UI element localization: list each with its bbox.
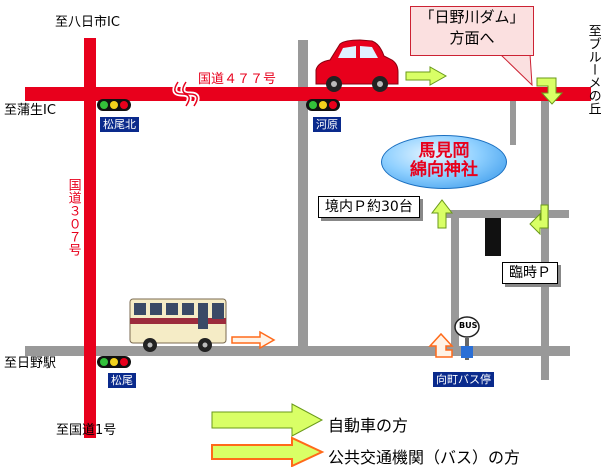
bus-stop-name: 向町バス停 — [433, 372, 494, 387]
precinct-parking-label: 境内Ｐ約30台 — [318, 196, 420, 218]
legend-car-label: 自動車の方 — [328, 416, 409, 435]
car-arrow-turn-south — [536, 77, 564, 105]
temporary-parking-lot — [485, 218, 501, 256]
road-local-shrine-east — [439, 210, 569, 218]
traffic-light-icon — [97, 356, 131, 368]
shrine-name-line2: 綿向神社 — [410, 160, 478, 180]
car-arrow-east — [405, 66, 448, 86]
road-local-east-v — [541, 100, 549, 380]
legend-bus-label: 公共交通機関（バス）の方 — [328, 448, 521, 467]
bus-stop-sign-text: BUS — [459, 321, 478, 330]
intersection-label-matsuo: 松尾 — [108, 373, 136, 388]
callout-pointer — [498, 53, 533, 87]
label-to-route1: 至国道1号 — [56, 423, 117, 438]
label-to-gamou-ic: 至蒲生IC — [4, 103, 56, 118]
legend-bus-arrow — [211, 436, 325, 467]
temporary-parking-label: 臨時Ｐ — [502, 262, 558, 284]
label-to-hino-station: 至日野駅 — [4, 356, 57, 371]
intersection-label-matsuo-kita: 松尾北 — [100, 117, 139, 132]
car-arrow-turn-west — [529, 204, 549, 236]
legend-car-arrow — [211, 403, 324, 437]
road-local-north-stub — [510, 95, 516, 145]
car-arrow-north-shrine — [430, 199, 454, 229]
car-icon — [315, 39, 399, 92]
bus-stop-sign — [454, 316, 480, 338]
label-to-blueme: 至ブルーメの丘 — [585, 24, 601, 115]
bus-arrow-east — [231, 330, 276, 350]
shrine-marker: 馬見岡 綿向神社 — [381, 135, 507, 189]
label-to-hachioji-ic: 至八日市IC — [55, 15, 120, 30]
bus-arrow-north — [428, 332, 454, 358]
intersection-label-kawara: 河原 — [313, 117, 341, 132]
bus-icon — [129, 298, 227, 352]
road-route477 — [25, 87, 591, 101]
callout-line2: 方面へ — [449, 29, 495, 47]
label-route477: 国道４７７号 — [198, 72, 277, 87]
label-route307: 国道３０７号 — [65, 178, 81, 256]
callout-hinogawa-dam: 「日野川ダム」 方面へ — [410, 6, 534, 56]
traffic-light-icon — [97, 99, 131, 111]
road-route307 — [84, 38, 96, 438]
shrine-name-line1: 馬見岡 — [418, 141, 470, 161]
callout-line1: 「日野川ダム」 — [419, 8, 525, 26]
road-local-shrine-west-v — [451, 212, 459, 348]
road-local-horizontal-south — [25, 346, 570, 356]
traffic-light-icon — [306, 99, 340, 111]
road-local-vertical-center — [298, 40, 308, 355]
